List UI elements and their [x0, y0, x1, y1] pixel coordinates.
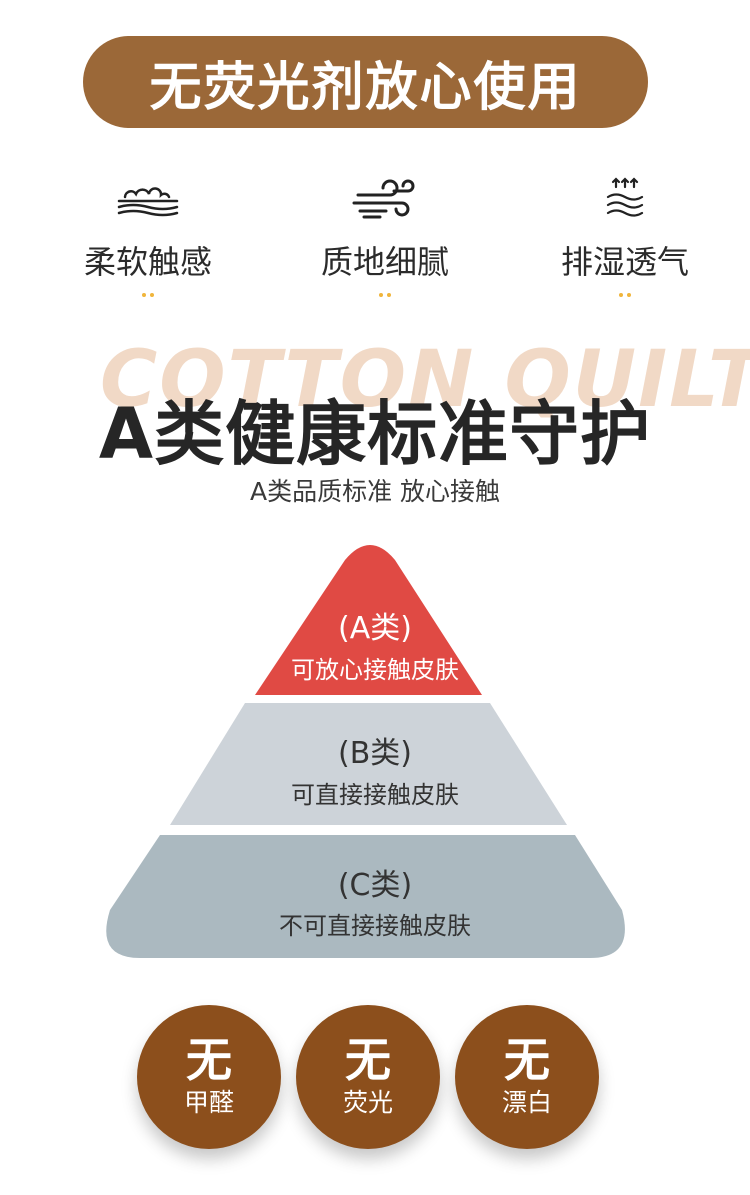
- tier-a-grade: (A类): [338, 611, 412, 646]
- badge-small-text: 荧光: [342, 1088, 393, 1117]
- feature-label: 排湿透气: [560, 243, 689, 281]
- feature-fine-texture: 质地细腻: [295, 175, 475, 297]
- page-subtitle: A类品质标准 放心接触: [249, 477, 501, 506]
- feature-dots: [142, 293, 154, 297]
- feature-dots: [379, 293, 391, 297]
- badge-big-text: 无: [504, 1033, 550, 1087]
- moisture-vent-icon: [606, 177, 644, 217]
- feature-label: 质地细腻: [320, 243, 449, 281]
- feature-soft: 柔软触感: [58, 175, 238, 297]
- cloud-layers-icon: [117, 187, 179, 217]
- tier-c-grade: (C类): [337, 868, 413, 903]
- tier-b-desc: 可直接接触皮肤: [291, 781, 459, 809]
- badge-no-fluorescent: 无 荧光: [296, 1005, 440, 1149]
- watermark-text: COTTON QUILT: [100, 335, 750, 425]
- badge-small-text: 漂白: [501, 1088, 552, 1117]
- badge-big-text: 无: [345, 1033, 391, 1087]
- tier-b-shape: [170, 703, 567, 825]
- badge-big-text: 无: [186, 1033, 232, 1087]
- badge-small-text: 甲醛: [183, 1088, 234, 1117]
- feature-breathable: 排湿透气: [535, 175, 715, 297]
- top-banner: 无荧光剂放心使用: [83, 36, 648, 128]
- tier-a-shape: [255, 545, 482, 695]
- tier-c-shape: [106, 835, 625, 958]
- feature-label: 柔软触感: [83, 243, 212, 281]
- tier-a-desc: 可放心接触皮肤: [291, 656, 459, 684]
- wind-icon: [352, 179, 415, 219]
- banner-title: 无荧光剂放心使用: [149, 57, 582, 118]
- page-title: A类健康标准守护: [98, 393, 652, 475]
- feature-dots: [619, 293, 631, 297]
- tier-c-desc: 不可直接接触皮肤: [279, 912, 471, 940]
- badge-no-formaldehyde: 无 甲醛: [137, 1005, 281, 1149]
- tier-b-grade: (B类): [338, 736, 412, 771]
- badge-no-bleach: 无 漂白: [455, 1005, 599, 1149]
